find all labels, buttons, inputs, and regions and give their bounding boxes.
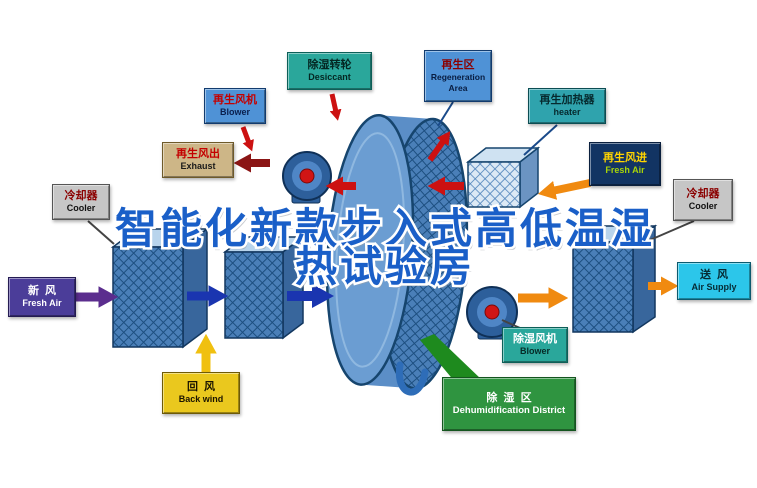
label-air-supply: 送 风 Air Supply (677, 262, 751, 300)
label-exhaust-out: 再生风出 Exhaust (162, 142, 234, 178)
label-regen-blower-zh: 再生风机 (213, 94, 257, 106)
label-regen-blower: 再生风机 Blower (204, 88, 266, 124)
regen-fan (282, 151, 332, 204)
label-regeneration-area-zh: 再生区 (441, 59, 475, 72)
label-regen-heater-zh: 再生加热器 (539, 94, 595, 106)
cooler-right-leader (649, 220, 695, 241)
label-regen-air-in: 再生风进 Fresh Air (589, 142, 661, 186)
label-regeneration-area: 再生区 Regeneration Area (424, 50, 492, 102)
dehumid-blower-leader (501, 319, 521, 329)
supply-fan (466, 286, 518, 340)
title-shadow-line2: 热试验房 (297, 245, 477, 294)
label-back-wind-zh: 回 风 (186, 381, 216, 393)
regen-in-to-heater-arrow (537, 179, 591, 200)
label-air-supply-en: Air Supply (691, 282, 737, 293)
label-exhaust-out-en: Exhaust (180, 161, 216, 172)
label-dehumid-district: 除 湿 区 Dehumidification District (442, 377, 576, 431)
title-line1: 智能化新款步入式高低温湿 (115, 204, 655, 253)
label-dehumid-blower: 除湿风机 Blower (502, 327, 568, 363)
label-regen-heater-en: heater (553, 107, 581, 118)
label-back-wind: 回 风 Back wind (162, 372, 240, 414)
wheel-rotation-indicator (395, 361, 429, 396)
regen-blower-label-arrow (240, 126, 254, 152)
label-regen-blower-en: Blower (219, 107, 250, 118)
mixing-box (222, 235, 306, 340)
label-desiccant-wheel-zh: 除湿转轮 (307, 59, 352, 71)
label-desiccant-wheel: 除湿转轮 Desiccant (287, 52, 372, 90)
regen-area-pointer-arrow (427, 131, 451, 162)
label-dehumid-district-en: Dehumidification District (452, 404, 566, 416)
label-cooler-right-zh: 冷却器 (686, 188, 720, 200)
label-cooler-right: 冷却器 Cooler (673, 179, 733, 221)
label-cooler-left-en: Cooler (66, 203, 96, 214)
label-fresh-air-zh: 新 风 (27, 285, 57, 297)
title-watermark: 智能化新款步入式高低温湿 热试验房 智能化新款步入式高低温湿 热试验房 (112, 202, 657, 295)
cooler-box-right (570, 224, 658, 334)
label-fresh-air: 新 风 Fresh Air (8, 277, 76, 317)
label-desiccant-wheel-en: Desiccant (308, 72, 351, 83)
regen-heater-box (465, 146, 541, 209)
label-dehumid-district-zh: 除 湿 区 (486, 391, 532, 404)
label-cooler-left-zh: 冷却器 (64, 190, 98, 202)
label-regen-heater: 再生加热器 heater (528, 88, 606, 124)
heater-leader (523, 124, 558, 156)
title-shadow-line1: 智能化新款步入式高低温湿 (117, 207, 657, 256)
cooler-left-leader (87, 220, 115, 245)
label-regen-air-in-en: Fresh Air (605, 165, 645, 176)
desiccant-label-arrow (329, 93, 342, 121)
label-regeneration-area-en: Regeneration Area (430, 72, 486, 93)
label-regen-air-in-zh: 再生风进 (603, 152, 647, 164)
cooler-box-left (110, 227, 210, 349)
label-fresh-air-en: Fresh Air (22, 298, 62, 309)
label-dehumid-blower-zh: 除湿风机 (513, 333, 557, 345)
label-dehumid-blower-en: Blower (519, 346, 550, 357)
title-line2: 热试验房 (295, 242, 475, 291)
label-cooler-right-en: Cooler (688, 201, 718, 212)
dehumid-district-duct (420, 334, 482, 388)
regen-area-leader (437, 101, 454, 127)
label-cooler-left: 冷却器 Cooler (52, 184, 110, 220)
label-exhaust-out-zh: 再生风出 (176, 148, 220, 160)
label-back-wind-en: Back wind (178, 394, 224, 405)
label-air-supply-zh: 送 风 (699, 269, 729, 281)
